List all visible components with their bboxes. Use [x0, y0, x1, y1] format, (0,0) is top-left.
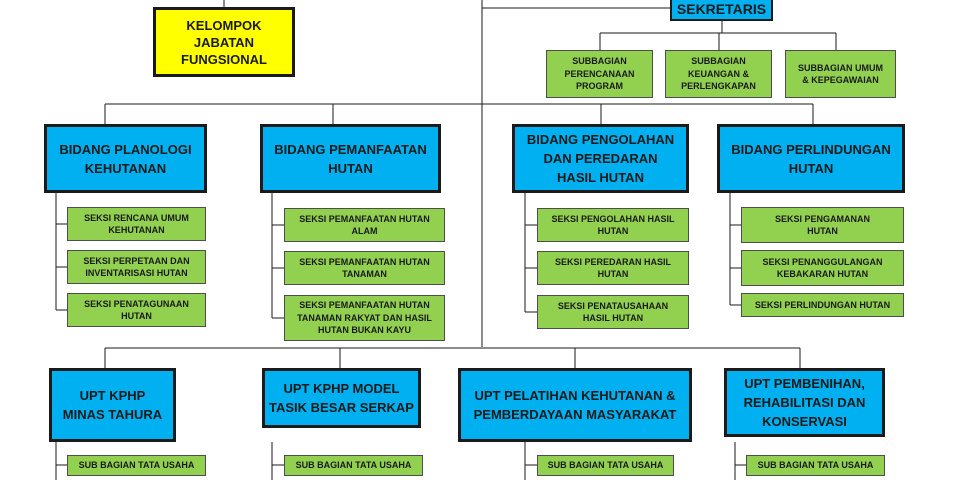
seksi-rencana-umum-kehutanan-box: SEKSI RENCANA UMUM KEHUTANAN — [67, 207, 206, 241]
seksi-pemanfaatan-hutan-tanaman-box: SEKSI PEMANFAATAN HUTAN TANAMAN — [284, 251, 445, 285]
upt-pelatihan-kehutanan-box: UPT PELATIHAN KEHUTANAN & PEMBERDAYAAN M… — [458, 368, 692, 442]
sekretaris-box: SEKRETARIS — [670, 0, 773, 21]
subbagian-umum-kepegawaian-box: SUBBAGIAN UMUM & KEPEGAWAIAN — [785, 50, 896, 98]
bidang-pemanfaatan-hutan-box: BIDANG PEMANFAATAN HUTAN — [260, 124, 441, 193]
upt-1-sub-bagian-tata-usaha-box: SUB BAGIAN TATA USAHA — [67, 455, 206, 476]
upt-pembenihan-rehabilitasi-box: UPT PEMBENIHAN, REHABILITASI DAN KONSERV… — [724, 368, 885, 437]
seksi-pengamanan-hutan-box: SEKSI PENGAMANAN HUTAN — [741, 207, 904, 243]
seksi-penatausahaan-hasil-hutan-box: SEKSI PENATAUSAHAAN HASIL HUTAN — [537, 295, 689, 329]
seksi-peredaran-hasil-hutan-box: SEKSI PEREDARAN HASIL HUTAN — [537, 251, 689, 285]
seksi-pemanfaatan-hutan-alam-box: SEKSI PEMANFAATAN HUTAN ALAM — [284, 208, 445, 242]
bidang-pengolahan-peredaran-box: BIDANG PENGOLAHAN DAN PEREDARAN HASIL HU… — [512, 124, 689, 193]
seksi-penanggulangan-kebakaran-box: SEKSI PENANGGULANGAN KEBAKARAN HUTAN — [741, 250, 904, 286]
seksi-perlindungan-hutan-box: SEKSI PERLINDUNGAN HUTAN — [741, 293, 904, 317]
subbagian-perencanaan-program-box: SUBBAGIAN PERENCANAAN PROGRAM — [546, 50, 653, 98]
upt-4-sub-bagian-tata-usaha-box: SUB BAGIAN TATA USAHA — [746, 455, 885, 476]
upt-2-sub-bagian-tata-usaha-box: SUB BAGIAN TATA USAHA — [284, 455, 423, 476]
seksi-perpetaan-inventarisasi-box: SEKSI PERPETAAN DAN INVENTARISASI HUTAN — [67, 250, 206, 284]
upt-kphp-minas-tahura-box: UPT KPHP MINAS TAHURA — [49, 368, 176, 442]
bidang-perlindungan-hutan-box: BIDANG PERLINDUNGAN HUTAN — [717, 124, 905, 193]
kelompok-jabatan-fungsional-box: KELOMPOK JABATAN FUNGSIONAL — [153, 7, 295, 77]
bidang-planologi-kehutanan-box: BIDANG PLANOLOGI KEHUTANAN — [44, 124, 207, 193]
upt-kphp-tasik-besar-serkap-box: UPT KPHP MODEL TASIK BESAR SERKAP — [262, 368, 421, 428]
seksi-pemanfaatan-hutan-rakyat-box: SEKSI PEMANFAATAN HUTAN TANAMAN RAKYAT D… — [284, 295, 445, 341]
upt-3-sub-bagian-tata-usaha-box: SUB BAGIAN TATA USAHA — [537, 455, 674, 476]
seksi-penatagunaan-hutan-box: SEKSI PENATAGUNAAN HUTAN — [67, 293, 206, 327]
seksi-pengolahan-hasil-hutan-box: SEKSI PENGOLAHAN HASIL HUTAN — [537, 208, 689, 242]
subbagian-keuangan-perlengkapan-box: SUBBAGIAN KEUANGAN & PERLENGKAPAN — [665, 50, 772, 98]
